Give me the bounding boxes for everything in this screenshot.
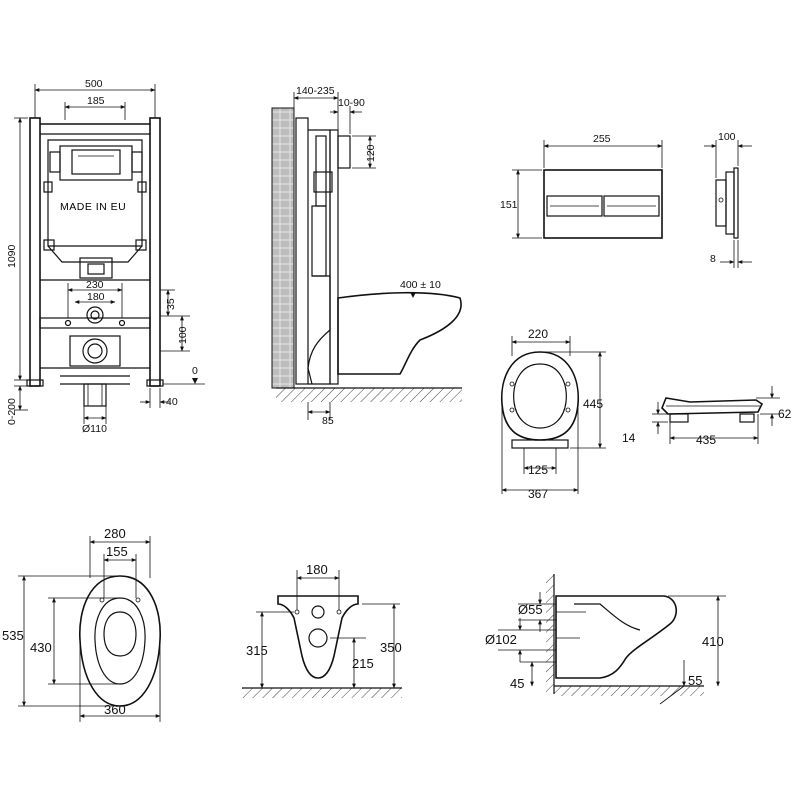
frame-front-view: MADE IN EU 500 (6, 78, 205, 435)
dim-bowl-height: 400 ± 10 (400, 279, 441, 291)
flush-valve-box (59, 145, 133, 181)
dim-back-height-right: 350 (380, 640, 402, 655)
dim-inlet-diameter: Ø55 (518, 602, 543, 617)
dim-bowl-width-top: 280 (104, 526, 126, 541)
wall-section (271, 107, 295, 389)
dim-100: 100 (177, 326, 189, 344)
dim-40: 40 (166, 396, 178, 408)
dim-height-total: 1090 (6, 244, 18, 268)
seat-top-view: 220 445 125 367 (500, 327, 606, 501)
bowl-side-view: Ø55 Ø102 45 410 55 (485, 574, 726, 705)
dim-back-height-left: 315 (246, 643, 268, 658)
dim-wall-adjust: 10-90 (338, 97, 365, 109)
dim-seat-base: 14 (622, 431, 636, 445)
bowl-back-outline (277, 595, 359, 679)
dim-seat-hinge: 125 (528, 463, 548, 477)
dim-bottom-offset: 45 (510, 676, 524, 691)
bowl-side-profile (555, 595, 677, 679)
dim-seat-length-side: 435 (696, 433, 716, 447)
flush-plate-outline (543, 169, 663, 239)
dim-seat-length: 445 (583, 397, 603, 411)
bowl-side-outline (337, 291, 462, 375)
dim-pipe-spacing-inner: 180 (87, 291, 105, 303)
dim-seat-outer-width: 367 (528, 487, 548, 501)
dim-pipe-spacing: 230 (86, 279, 104, 291)
dim-plate-width: 255 (593, 133, 611, 145)
dim-plate-depth: 100 (718, 131, 736, 143)
bowl-back-view: 180 315 215 350 (242, 562, 402, 698)
inlet-hole (311, 605, 325, 619)
frame-side-view: 140-235 10-90 120 400 ± 10 85 (271, 85, 462, 427)
bowl-top-view: 280 155 535 430 360 (2, 526, 161, 722)
dim-bowl-inner-length: 430 (30, 640, 52, 655)
dim-seat-height: 62 (778, 407, 792, 421)
dim-floor-zero: 0 (192, 365, 198, 377)
dim-plate-height: 151 (500, 199, 518, 211)
seat-side-view: 62 14 435 (622, 386, 792, 447)
flush-plate-side-outline (733, 167, 739, 239)
mounting-bar (39, 317, 151, 329)
dim-plate-thickness: 8 (710, 253, 716, 265)
drain-pipe (82, 338, 108, 364)
flush-plate-side: 100 8 (704, 131, 752, 268)
dim-depth: 140-235 (296, 85, 335, 97)
frame-left-post (29, 117, 41, 387)
bowl-top-outline (79, 575, 161, 707)
water-inlet (86, 306, 104, 324)
flush-button-side (337, 135, 351, 169)
dim-back-height-inner: 215 (352, 656, 374, 671)
dim-back-spacing: 180 (306, 562, 328, 577)
dim-bowl-width-inner: 155 (106, 544, 128, 559)
plate-label: MADE IN EU (60, 201, 126, 213)
frame-right-post (149, 117, 161, 387)
dim-outlet-diameter: Ø102 (485, 632, 517, 647)
dim-floor-adjust: 0-200 (6, 398, 18, 425)
dim-bowl-side-height: 410 (702, 634, 724, 649)
dim-flush-height: 120 (365, 144, 377, 162)
flush-button-left (546, 195, 603, 217)
outlet-hole (308, 628, 328, 648)
seat-hinge-bar (511, 439, 569, 449)
dim-seat-width: 220 (528, 327, 548, 341)
dim-floor-offset: 55 (688, 673, 702, 688)
dim-pipe-diameter: Ø110 (82, 423, 107, 435)
dim-bowl-length: 535 (2, 628, 24, 643)
dim-35: 35 (165, 298, 177, 310)
dim-width-total: 500 (85, 78, 103, 90)
flush-plate-front: 255 151 (500, 133, 663, 239)
frame-side-body (308, 129, 331, 385)
dim-bowl-width-bottom: 360 (104, 702, 126, 717)
dim-85: 85 (322, 415, 334, 427)
seat-side-hinge (669, 413, 689, 423)
flush-button-right (603, 195, 660, 217)
dim-width-inner: 185 (87, 95, 105, 107)
